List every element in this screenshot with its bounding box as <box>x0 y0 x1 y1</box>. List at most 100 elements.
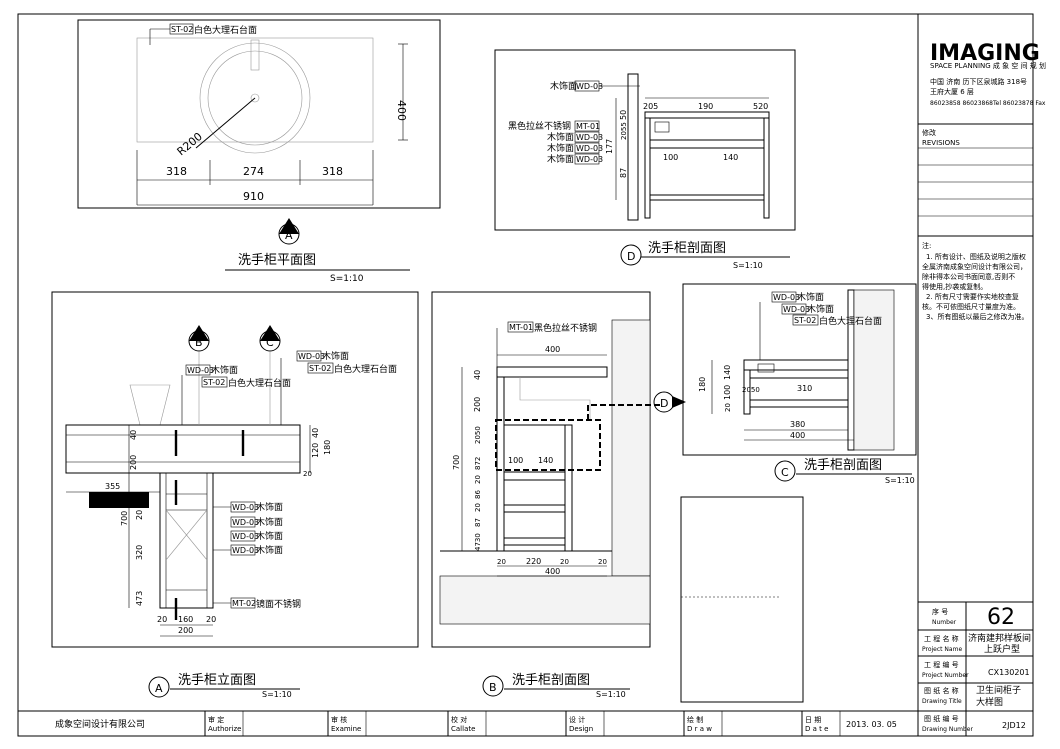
address-line-2: 王府大厦 6 层 <box>930 87 974 96</box>
d-wood-label-c: 木饰面 <box>547 142 574 154</box>
project-no-label-cn: 工 程 编 号 <box>924 660 959 669</box>
elevation-countertop <box>65 424 301 474</box>
countertop-outline <box>136 37 374 143</box>
note-2b: 核。不可依图纸尺寸量度为准。 <box>922 302 1020 311</box>
drawing-title-value-1: 卫生间柜子 <box>976 684 1021 696</box>
elev-marker-b-letter: B <box>195 336 203 349</box>
plan-marker-arrow <box>279 218 299 234</box>
number-label-en: Number <box>932 619 957 626</box>
elev-dim-40a: 40 <box>129 430 138 440</box>
elevation-a: 355 40 200 700 20 320 473 40 120 180 20 … <box>51 291 419 699</box>
section-c-frame <box>682 283 917 456</box>
plan-frame <box>77 19 441 209</box>
note-2: 2. 所有尺寸需要作实地校查复 <box>926 292 1019 301</box>
revisions-en: REVISIONS <box>922 139 960 147</box>
elev-dim-473: 473 <box>135 591 144 606</box>
b-marker <box>482 675 504 697</box>
faucet <box>250 39 260 71</box>
note-1d: 得使用,抄袭或复制。 <box>922 282 987 291</box>
c-dim-310: 310 <box>797 384 812 393</box>
elev-wd03-left-code: WD-03 <box>187 366 214 375</box>
section-d: 205 190 520 50 2055 177 87 100 140 木饰面 W… <box>494 49 796 270</box>
b-dim-20-left: 20 <box>497 558 506 566</box>
elev-marble-top: 白色大理石台面 <box>334 363 397 375</box>
note-1b: 全属济南成象空间设计有限公司， <box>922 262 1027 271</box>
d-dim-520: 520 <box>753 102 768 111</box>
plan-dim-318-right: 318 <box>322 165 343 178</box>
d-dim-50: 50 <box>619 110 628 120</box>
bottom-bar: 成象空间设计有限公司 审 定 Authorize 审 核 Examine 校 对… <box>55 711 897 736</box>
b-mt01-code: MT-01 <box>509 323 533 332</box>
drawing-no-label-en: Drawing Number <box>922 726 973 733</box>
date-cn: 日 期 <box>805 716 821 724</box>
b-dim-400-bottom: 400 <box>545 567 560 576</box>
b-dim-140: 140 <box>538 456 553 465</box>
collate-en: Callate <box>451 725 475 733</box>
elevation-scale: S=1:10 <box>262 690 292 699</box>
d-scale: S=1:10 <box>733 261 763 270</box>
section-c-wall <box>853 289 895 451</box>
elev-wood-top: 木饰面 <box>322 350 349 362</box>
b-dim-87: 87 <box>474 518 482 527</box>
section-b-wall <box>611 319 651 577</box>
notes-heading: 注: <box>922 241 931 250</box>
phone-fax: 86023858 86023868Tel 86023878 Fax <box>930 100 1046 107</box>
b-dim-86: 86 <box>474 490 482 499</box>
drawing-title-label-cn: 图 纸 名 称 <box>924 686 959 695</box>
elev-wood-left: 木饰面 <box>211 364 238 376</box>
d-dim-100: 100 <box>663 153 678 162</box>
door-elevation-panel <box>680 496 804 703</box>
elev-st02-left-code: ST-02 <box>203 378 225 387</box>
elev-a-marker-letter: A <box>155 682 163 695</box>
elev-dim-355: 355 <box>105 482 120 491</box>
b-dim-20a: 20 <box>474 475 482 484</box>
section-d-wall <box>627 73 639 221</box>
c-wd03-code-b: WD-03 <box>783 305 810 314</box>
plan-dim-318-left: 318 <box>166 165 187 178</box>
d-dim-2055: 2055 <box>620 122 628 140</box>
b-steel-label: 黑色拉丝不锈钢 <box>534 322 597 334</box>
redaction-block <box>89 492 149 508</box>
examine-cn: 审 核 <box>331 715 347 724</box>
elev-dim-700: 700 <box>120 511 129 526</box>
b-dim-4730: 4730 <box>474 533 482 551</box>
d-marker-letter: D <box>627 250 635 263</box>
elev-dim-180: 180 <box>323 440 332 455</box>
date-en: D a t e <box>805 725 828 733</box>
elev-wood-4: 木饰面 <box>256 544 283 556</box>
elev-a-marker <box>148 676 170 698</box>
drawing-title-label-en: Drawing Title <box>922 698 962 705</box>
authorize-en: Authorize <box>208 725 242 733</box>
d-dim-205: 205 <box>643 102 658 111</box>
elev-wd03-1-code: WD-03 <box>232 503 259 512</box>
elev-dim-20a: 20 <box>135 510 144 520</box>
title-block: IMAGING SPACE PLANNING 成 象 空 间 规 划 中国 济南… <box>918 41 1046 736</box>
d-dim-87: 87 <box>619 168 628 178</box>
section-d-frame <box>494 49 796 231</box>
d-steel-label: 黑色拉丝不锈钢 <box>508 120 571 132</box>
d-dim-190: 190 <box>698 102 713 111</box>
b-dim-2050: 2050 <box>474 426 482 444</box>
plan-marker-letter: A <box>285 229 293 242</box>
note-1c: 除非得本公司书面同意,否则不 <box>922 272 1015 281</box>
company-logo: IMAGING <box>930 41 1040 66</box>
collate-cn: 校 对 <box>451 715 467 724</box>
c-title: 洗手柜剖面图 <box>804 458 882 473</box>
d-wd03-code-a: WD-03 <box>576 82 603 91</box>
project-name-value-1: 济南建邦样板间 <box>968 632 1031 644</box>
elev-dim-20b: 20 <box>157 615 167 624</box>
b-dim-20-right: 20 <box>598 558 607 566</box>
c-dim-100: 100 <box>723 385 732 400</box>
draw-en: D r a w <box>687 725 712 733</box>
elev-st02-top-code: ST-02 <box>309 364 331 373</box>
plan-view: R200 ST-02 白色大理石台面 400 318 274 318 910 A… <box>77 19 441 284</box>
elev-mirror-label: 镜面不锈钢 <box>256 598 301 610</box>
plan-dim-400: 400 <box>395 100 408 121</box>
elev-dim-20-right: 20 <box>303 470 312 478</box>
plan-st02-code: ST-02 <box>171 25 193 34</box>
design-cn: 设 计 <box>569 715 585 724</box>
d-mt01-code: MT-01 <box>576 122 600 131</box>
d-marker <box>620 244 642 266</box>
elevation-pedestal <box>159 472 214 609</box>
